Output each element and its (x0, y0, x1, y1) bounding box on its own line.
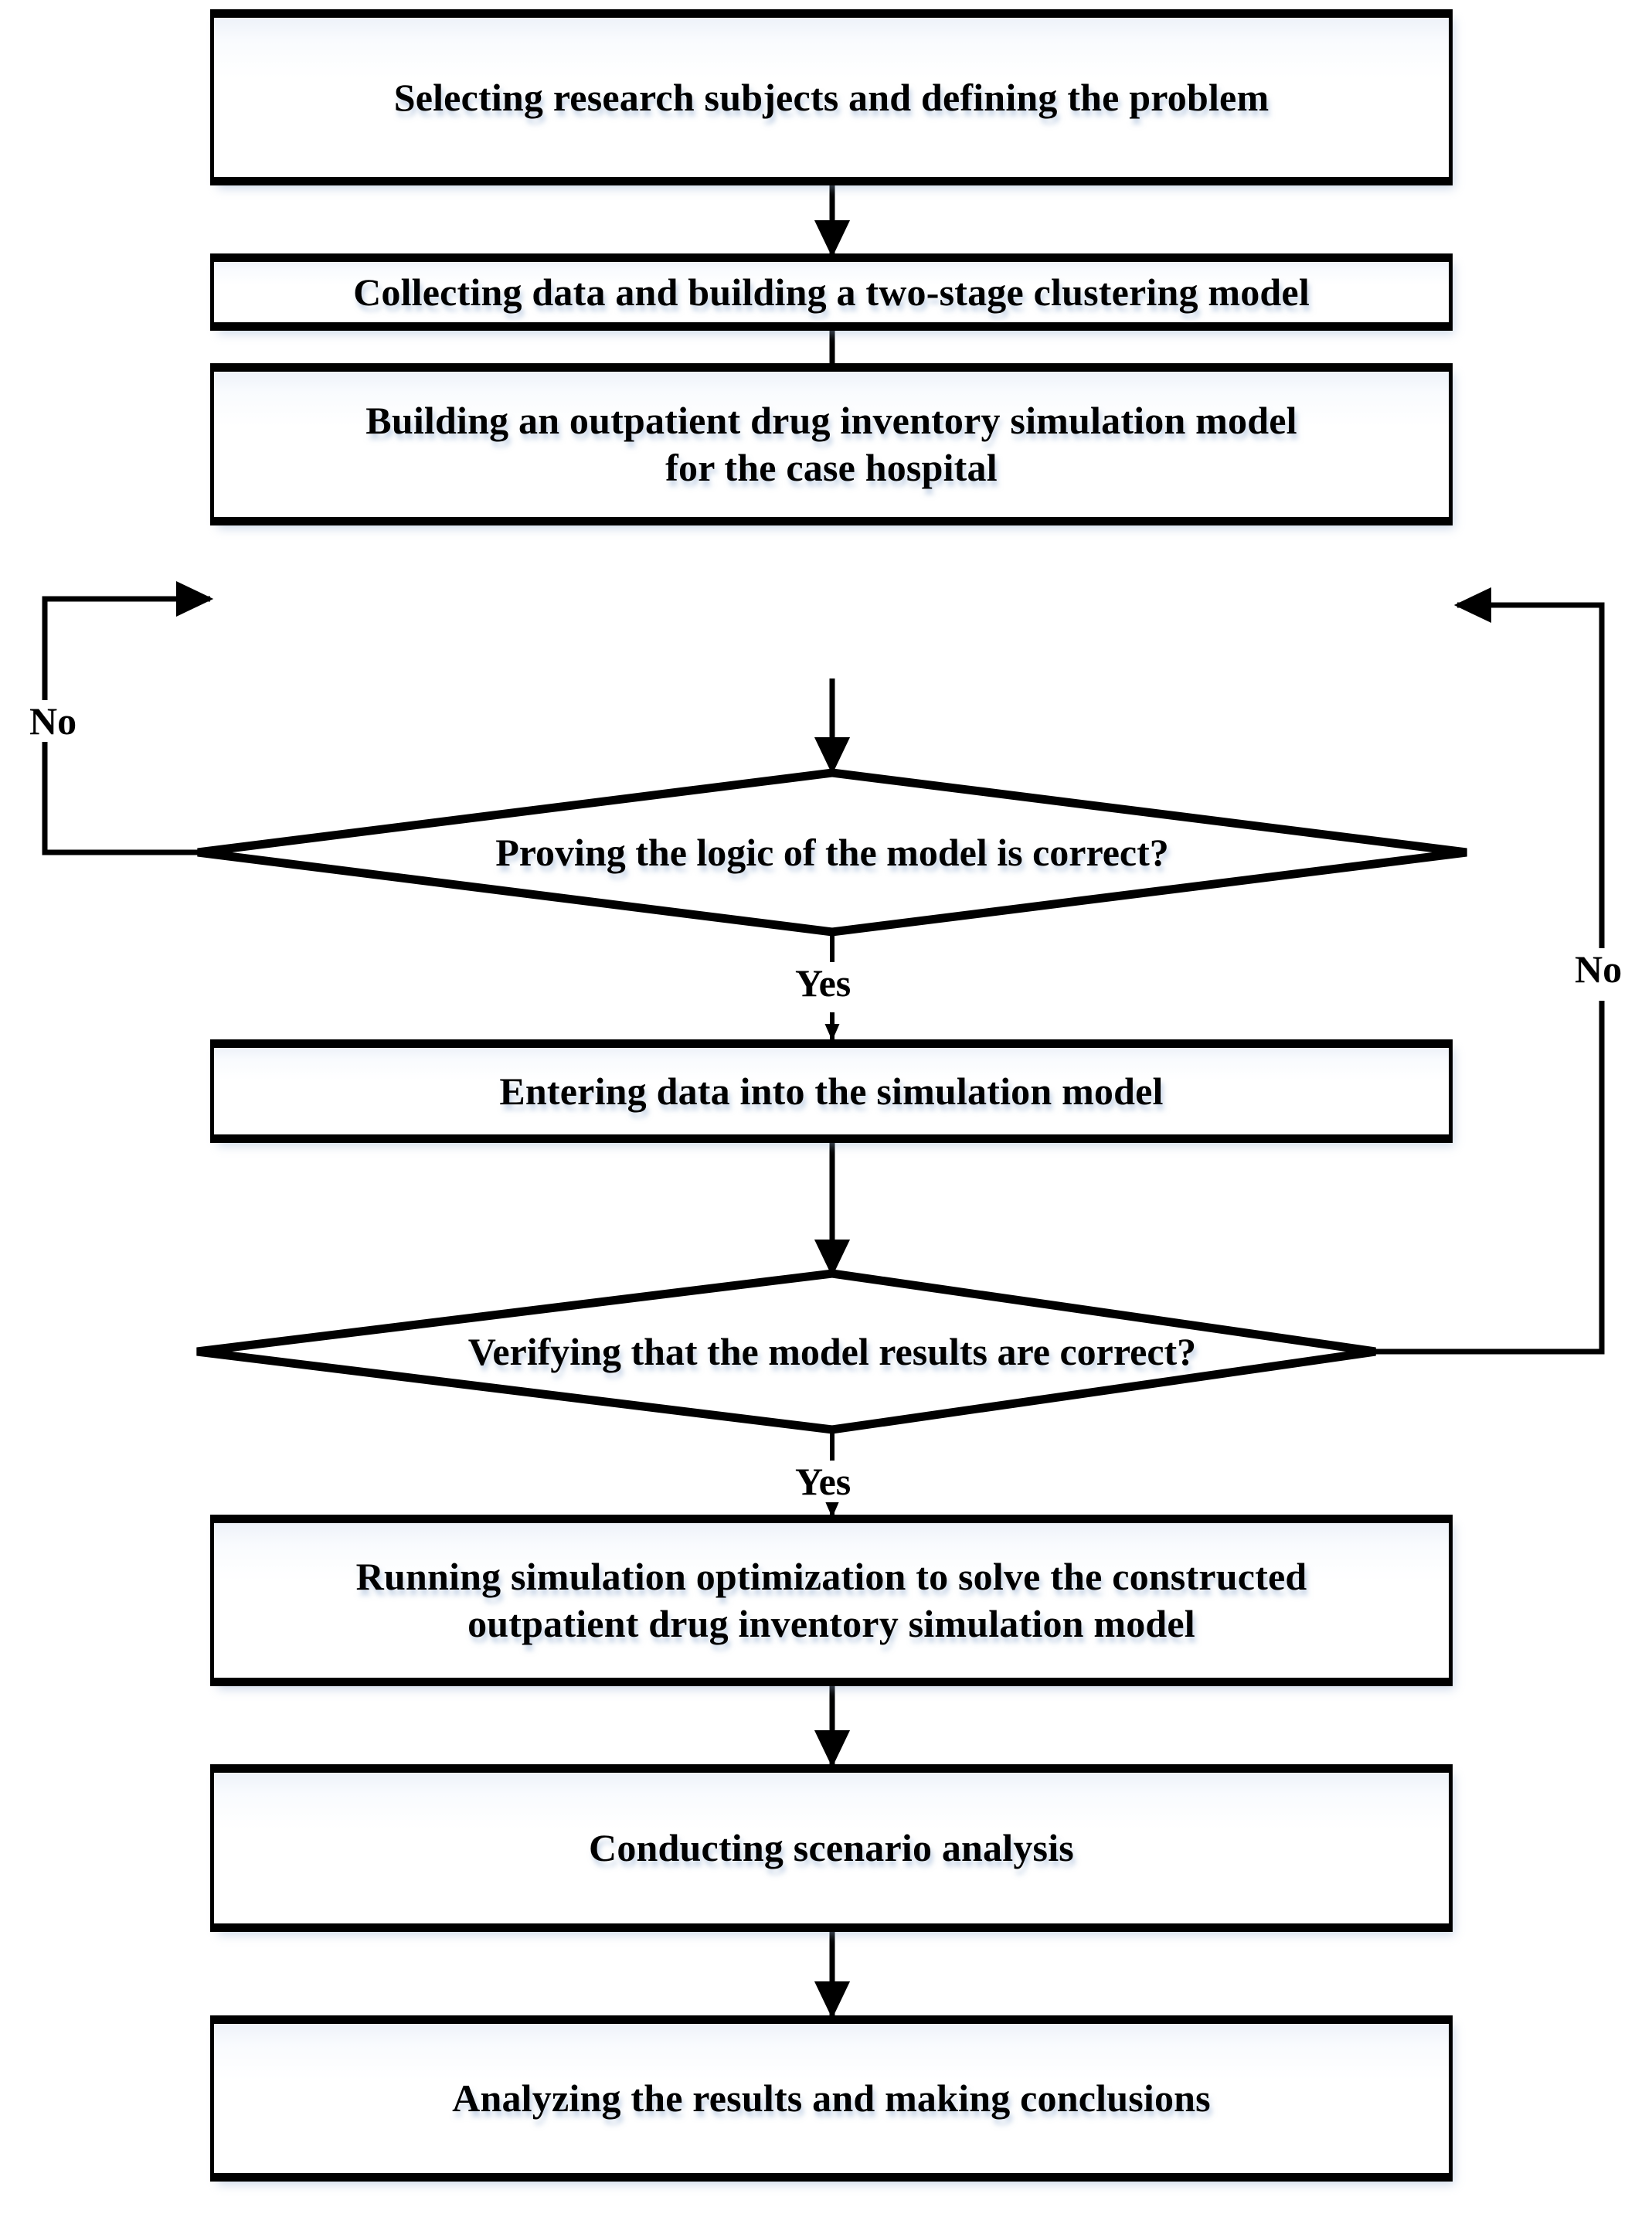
node-label: Analyzing the results and making conclus… (452, 2076, 1211, 2120)
node-conducting-scenario-analysis[interactable]: Conducting scenario analysis (210, 1764, 1453, 1932)
connector-d2-no-loop-lower (1375, 1001, 1605, 1355)
decision-diamond-1 (197, 768, 1467, 937)
node-entering-data[interactable]: Entering data into the simulation model (210, 1039, 1453, 1143)
edge-label-decision1-yes: Yes (789, 962, 858, 1004)
node-label: Selecting research subjects and defining… (393, 75, 1270, 119)
edge-label-decision1-no: No (23, 700, 83, 742)
node-selecting-research-subjects[interactable]: Selecting research subjects and defining… (210, 9, 1453, 185)
node-label: Entering data into the simulation model (499, 1069, 1164, 1113)
node-label: Running simulation optimization to solve… (355, 1555, 1307, 1645)
decision-diamond-2 (196, 1269, 1376, 1434)
node-building-simulation-model[interactable]: Building an outpatient drug inventory si… (210, 363, 1453, 525)
edge-label-decision2-yes: Yes (789, 1461, 858, 1502)
node-label: Collecting data and building a two-stage… (353, 270, 1310, 314)
node-label: Building an outpatient drug inventory si… (365, 399, 1297, 489)
connector-d2-no-loop-upper (1453, 587, 1605, 949)
node-collecting-data[interactable]: Collecting data and building a two-stage… (210, 253, 1453, 331)
node-label: Conducting scenario analysis (589, 1826, 1074, 1869)
node-analyzing-results[interactable]: Analyzing the results and making conclus… (210, 2015, 1453, 2182)
edge-label-decision2-no: No (1569, 948, 1629, 990)
node-running-simulation-optimization[interactable]: Running simulation optimization to solve… (210, 1515, 1453, 1686)
